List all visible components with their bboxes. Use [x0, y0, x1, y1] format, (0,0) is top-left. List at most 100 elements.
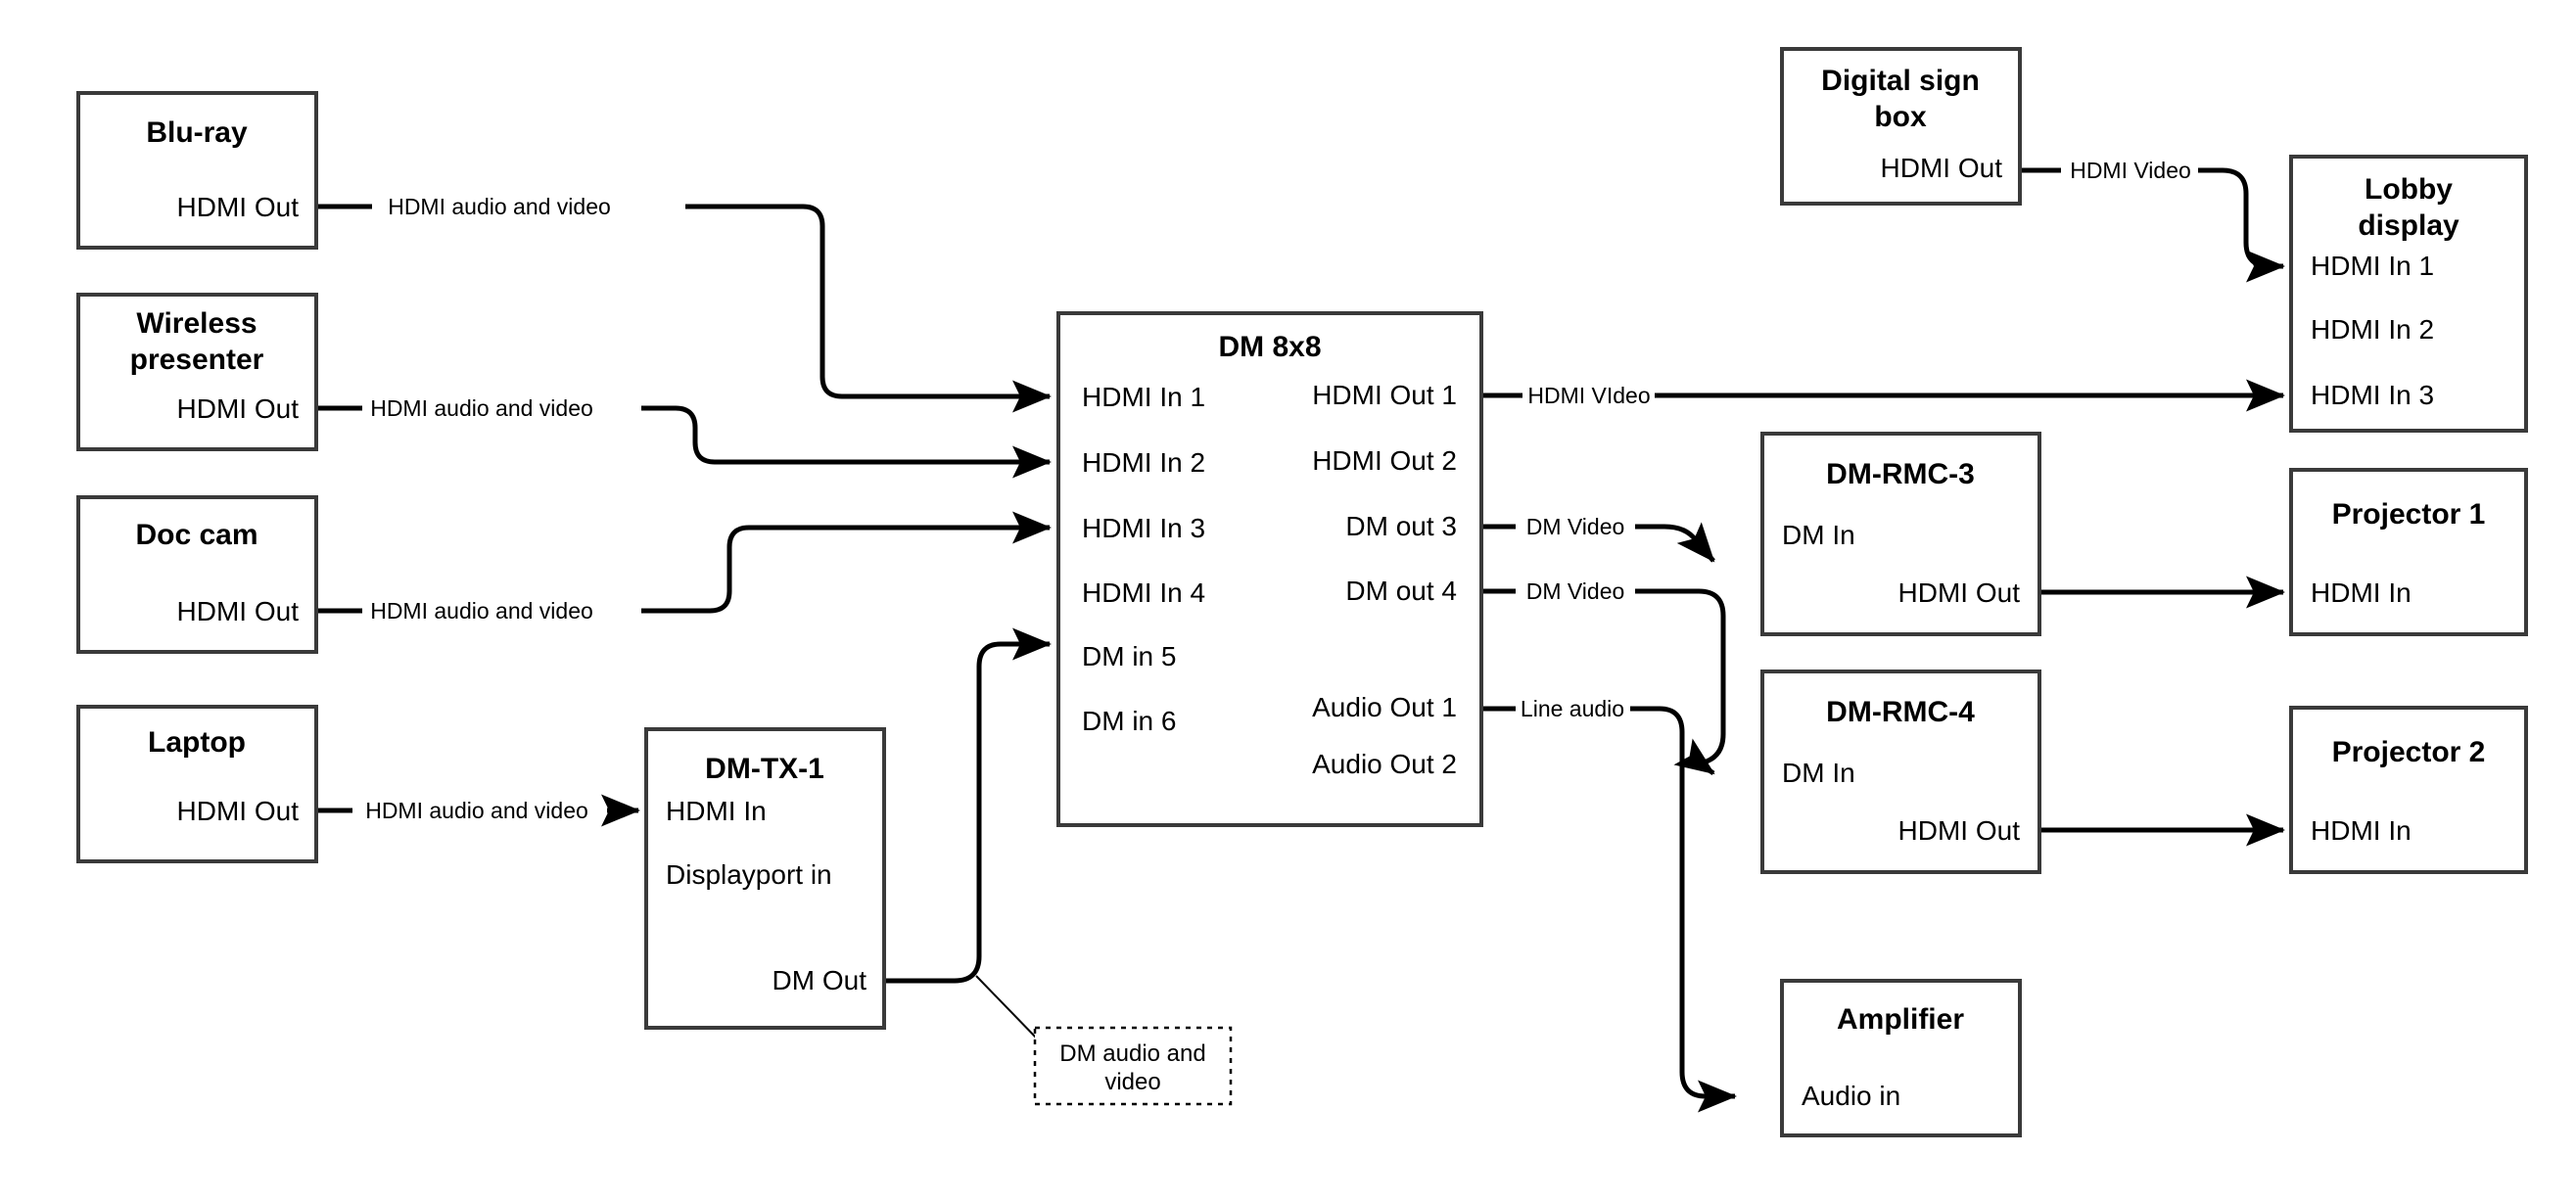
- wire-label-doccam: HDMI audio and video: [370, 598, 593, 624]
- device-dm-rmc-3[interactable]: DM-RMC-3 DM In HDMI Out: [1760, 432, 2041, 636]
- port-dmtx1-hdmi-in: HDMI In: [666, 796, 767, 826]
- wire-label-dm-out3: DM Video: [1526, 514, 1625, 539]
- device-title-dm-8x8: DM 8x8: [1218, 331, 1321, 363]
- callout-box-outline: [1033, 1026, 1233, 1106]
- port-dm8x8-dm-in-5: DM in 5: [1082, 641, 1176, 671]
- port-rmc3-dm-in: DM In: [1782, 520, 1855, 550]
- port-dm8x8-audio-out-1: Audio Out 1: [1312, 692, 1457, 722]
- device-box-outline: [1780, 979, 2022, 1137]
- device-dm-rmc-4[interactable]: DM-RMC-4 DM In HDMI Out: [1760, 670, 2041, 874]
- connection-signbox-to-lobby: HDMI Video: [2020, 158, 2286, 283]
- device-doc-cam[interactable]: Doc cam HDMI Out: [76, 495, 318, 654]
- device-box-outline: [76, 495, 318, 654]
- wire-segment: [2198, 167, 2286, 283]
- port-dm8x8-dm-out-4: DM out 4: [1345, 576, 1457, 606]
- device-title-dm-tx-1: DM-TX-1: [705, 753, 824, 785]
- device-title-wireless-line1: Wireless: [136, 307, 257, 340]
- port-projector2-hdmi-in: HDMI In: [2311, 815, 2412, 846]
- device-title-signbox-line2: box: [1874, 101, 1927, 133]
- callout-dm-audio-video: DM audio and video: [1033, 1026, 1233, 1106]
- device-bluray[interactable]: Blu-ray HDMI Out: [76, 91, 318, 250]
- callout-text-line2: video: [1104, 1069, 1160, 1095]
- wire-segment: [685, 204, 1053, 413]
- device-title-amplifier: Amplifier: [1837, 1003, 1964, 1036]
- device-amplifier[interactable]: Amplifier Audio in: [1780, 979, 2022, 1137]
- connection-dm8x8-out3-to-rmc3: DM Video: [1481, 514, 1715, 563]
- wire-segment: [641, 405, 1053, 479]
- wire-label-laptop: HDMI audio and video: [365, 798, 588, 823]
- wire-label-bluray: HDMI audio and video: [388, 194, 611, 219]
- connection-doccam-to-dm8x8: HDMI audio and video: [315, 511, 1053, 624]
- port-lobby-hdmi-in-1: HDMI In 1: [2311, 251, 2434, 281]
- device-title-projector-1: Projector 1: [2332, 498, 2486, 531]
- device-box-outline: [1760, 670, 2041, 874]
- device-title-lobby-line2: display: [2358, 209, 2459, 242]
- port-projector1-hdmi-in: HDMI In: [2311, 577, 2412, 608]
- device-title-wireless-line2: presenter: [130, 344, 264, 376]
- wire-segment: [1630, 706, 1738, 1113]
- device-title-dm-rmc-3: DM-RMC-3: [1826, 458, 1975, 490]
- port-amplifier-audio-in: Audio in: [1802, 1081, 1900, 1111]
- device-dm-tx-1[interactable]: DM-TX-1 HDMI In Displayport in DM Out: [644, 727, 886, 1030]
- device-title-laptop: Laptop: [148, 726, 246, 759]
- port-wireless-hdmi-out: HDMI Out: [177, 393, 300, 424]
- wire-label-wireless: HDMI audio and video: [370, 395, 593, 421]
- port-lobby-hdmi-in-2: HDMI In 2: [2311, 314, 2434, 345]
- port-dm8x8-dm-in-6: DM in 6: [1082, 706, 1176, 736]
- device-projector-1[interactable]: Projector 1 HDMI In: [2289, 468, 2528, 636]
- port-bluray-hdmi-out: HDMI Out: [177, 192, 300, 222]
- wire-label-audio-out1: Line audio: [1521, 696, 1624, 721]
- device-laptop[interactable]: Laptop HDMI Out: [76, 705, 318, 863]
- port-dmtx1-dm-out: DM Out: [773, 965, 867, 995]
- device-box-outline: [2289, 155, 2528, 433]
- device-box-outline: [76, 293, 318, 451]
- port-dm8x8-hdmi-out-1: HDMI Out 1: [1312, 380, 1457, 410]
- port-dm8x8-hdmi-in-1: HDMI In 1: [1082, 382, 1205, 412]
- connection-bluray-to-dm8x8: HDMI audio and video: [315, 194, 1053, 413]
- device-box-outline: [1760, 432, 2041, 636]
- device-title-signbox-line1: Digital sign: [1821, 65, 1980, 97]
- port-dm8x8-audio-out-2: Audio Out 2: [1312, 749, 1457, 779]
- port-rmc4-dm-in: DM In: [1782, 758, 1855, 788]
- port-dmtx1-displayport-in: Displayport in: [666, 859, 832, 890]
- port-lobby-hdmi-in-3: HDMI In 3: [2311, 380, 2434, 410]
- port-dm8x8-hdmi-in-3: HDMI In 3: [1082, 513, 1205, 543]
- port-doccam-hdmi-out: HDMI Out: [177, 596, 300, 626]
- device-title-lobby-line1: Lobby: [2365, 173, 2453, 206]
- wire-label-dm-out1: HDMI VIdeo: [1527, 383, 1650, 408]
- port-dm8x8-hdmi-in-4: HDMI In 4: [1082, 577, 1205, 608]
- wire-label-dm-out4: DM Video: [1526, 578, 1625, 604]
- device-box-outline: [2289, 468, 2528, 636]
- port-dm8x8-hdmi-in-2: HDMI In 2: [1082, 447, 1205, 478]
- device-title-projector-2: Projector 2: [2332, 736, 2486, 768]
- device-title-doccam: Doc cam: [135, 519, 258, 551]
- port-laptop-hdmi-out: HDMI Out: [177, 796, 300, 826]
- device-box-outline: [76, 91, 318, 250]
- connection-dm8x8-audio1-to-amp: Line audio: [1481, 696, 1738, 1113]
- wire-segment: [641, 511, 1053, 614]
- wire-label-signbox: HDMI Video: [2070, 158, 2191, 183]
- wire-segment: [1635, 522, 1715, 563]
- wire-segment: [884, 627, 1053, 984]
- port-signbox-hdmi-out: HDMI Out: [1881, 153, 2003, 183]
- connection-dmtx1-to-dm8x8: [884, 627, 1053, 1040]
- device-box-outline: [76, 705, 318, 863]
- port-rmc3-hdmi-out: HDMI Out: [1898, 577, 2021, 608]
- connection-dm8x8-out4-to-rmc4: DM Video: [1481, 578, 1726, 776]
- device-title-dm-rmc-4: DM-RMC-4: [1826, 696, 1975, 728]
- callout-text-line1: DM audio and: [1059, 1040, 1205, 1067]
- device-wireless-presenter[interactable]: Wireless presenter HDMI Out: [76, 293, 318, 451]
- device-box-outline: [2289, 706, 2528, 874]
- device-projector-2[interactable]: Projector 2 HDMI In: [2289, 706, 2528, 874]
- device-box-outline: [1780, 47, 2022, 206]
- device-title-bluray: Blu-ray: [146, 116, 248, 149]
- connection-wireless-to-dm8x8: HDMI audio and video: [315, 395, 1053, 479]
- connection-dm8x8-out1-to-lobby: HDMI VIdeo: [1481, 379, 2286, 412]
- device-digital-sign-box[interactable]: Digital sign box HDMI Out: [1780, 47, 2022, 206]
- connection-laptop-to-dmtx1: HDMI audio and video: [315, 794, 641, 827]
- device-lobby-display[interactable]: Lobby display HDMI In 1 HDMI In 2 HDMI I…: [2289, 155, 2528, 433]
- device-dm-8x8[interactable]: DM 8x8 HDMI In 1 HDMI In 2 HDMI In 3 HDM…: [1056, 311, 1483, 827]
- device-box-outline: [644, 727, 886, 1030]
